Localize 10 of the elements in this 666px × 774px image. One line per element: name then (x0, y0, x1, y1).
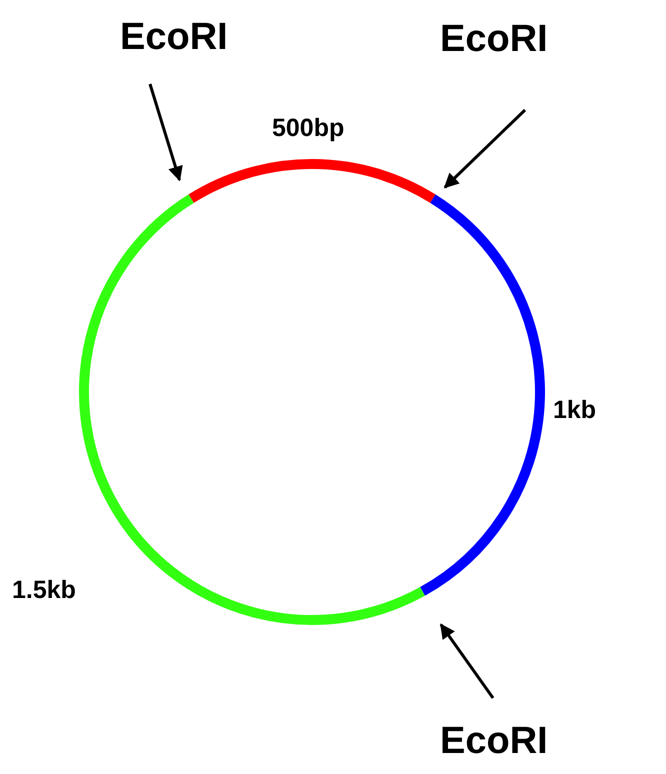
site-label: EcoRI (440, 20, 548, 58)
segment-length-label: 1.5kb (12, 578, 76, 603)
arrow (148, 84, 183, 182)
plasmid-circle (78, 158, 546, 626)
site-label: EcoRI (440, 722, 548, 760)
arrow (444, 108, 526, 188)
segment-length-label: 1kb (553, 398, 596, 423)
site-label: EcoRI (120, 18, 228, 56)
arrow (440, 623, 494, 699)
segment-length-label: 500bp (272, 116, 344, 141)
